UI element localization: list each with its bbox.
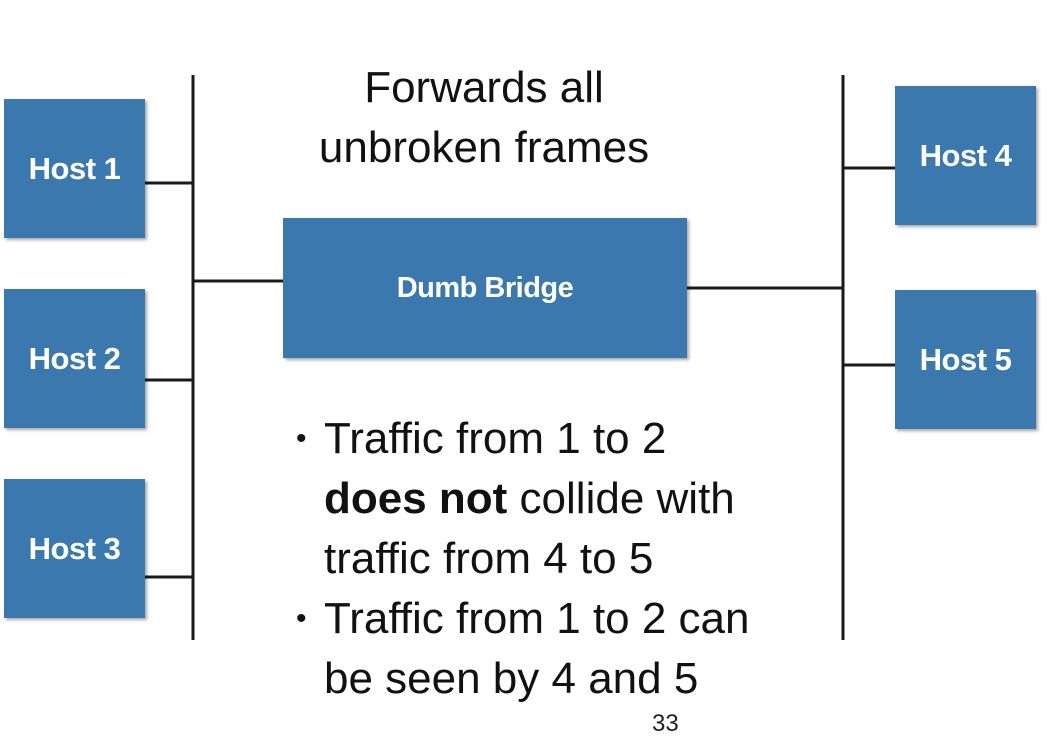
bullet-2-line-1: Traffic from 1 to 2 can xyxy=(324,594,750,643)
slide-title: Forwards all unbroken frames xyxy=(282,58,686,178)
host-4-label: Host 4 xyxy=(919,137,1012,173)
bullet-1-line-2: does not collide with xyxy=(324,469,856,529)
dumb-bridge-box: Dumb Bridge xyxy=(283,218,687,358)
bullet-1-line-1: Traffic from 1 to 2 xyxy=(324,414,667,463)
host-3-box: Host 3 xyxy=(4,479,145,618)
host-4-box: Host 4 xyxy=(895,86,1036,225)
bullet-1-line-3: traffic from 4 to 5 xyxy=(324,534,654,583)
bullet-item-1: • Traffic from 1 to 2 does not collide w… xyxy=(296,409,856,589)
bullet-1-line-2-rest: collide with xyxy=(507,474,735,523)
host-2-box: Host 2 xyxy=(4,289,145,428)
page-number: 33 xyxy=(652,710,679,737)
bullet-dot: • xyxy=(296,422,307,455)
bullet-2-line-2: be seen by 4 and 5 xyxy=(324,654,699,703)
host-3-label: Host 3 xyxy=(28,530,121,566)
title-line-2: unbroken frames xyxy=(318,123,650,172)
bullet-item-2: • Traffic from 1 to 2 can be seen by 4 a… xyxy=(296,589,856,709)
title-line-1: Forwards all xyxy=(364,63,604,112)
bullet-dot: • xyxy=(296,602,307,635)
bullet-list: • Traffic from 1 to 2 does not collide w… xyxy=(296,409,856,709)
host-1-box: Host 1 xyxy=(4,99,145,238)
host-5-box: Host 5 xyxy=(895,290,1036,429)
host-5-label: Host 5 xyxy=(919,341,1012,377)
host-1-label: Host 1 xyxy=(28,150,121,186)
dumb-bridge-label: Dumb Bridge xyxy=(396,271,574,304)
host-2-label: Host 2 xyxy=(28,340,121,376)
bullet-1-emphasis: does not xyxy=(324,474,508,523)
